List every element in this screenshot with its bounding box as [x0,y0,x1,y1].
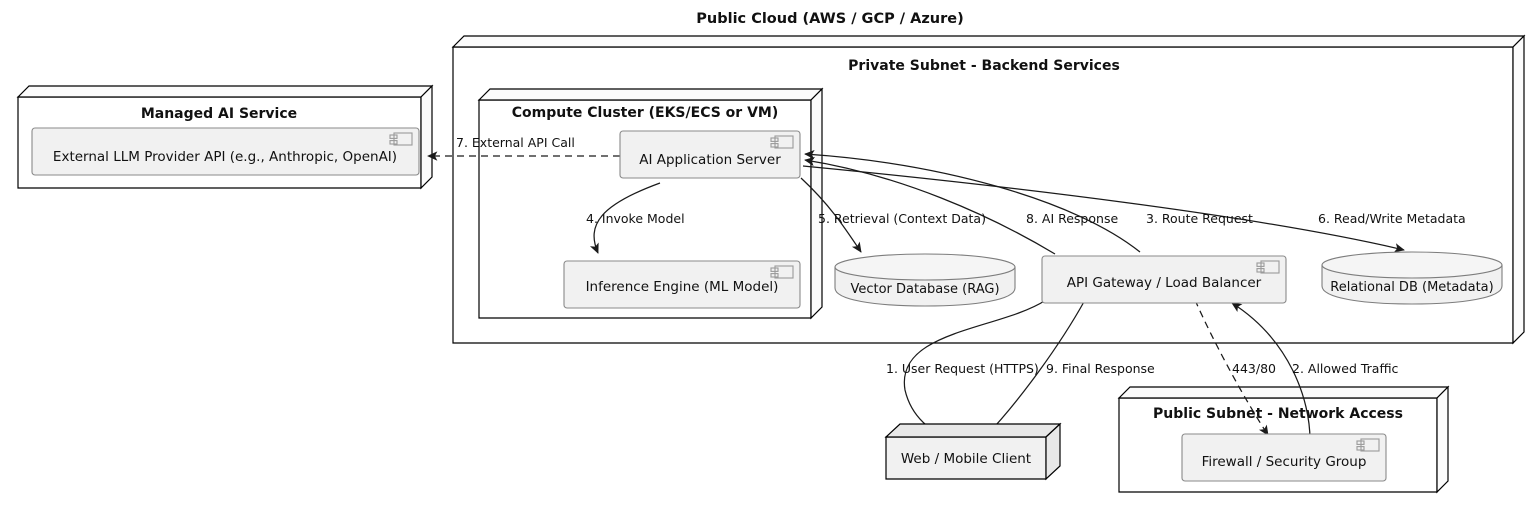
component-firewall-label: Firewall / Security Group [1202,454,1367,470]
database-vector-db-label: Vector Database (RAG) [850,282,999,297]
database-relational-db[interactable]: Relational DB (Metadata) [1321,251,1503,305]
component-inference-engine-label: Inference Engine (ML Model) [586,279,779,295]
component-firewall[interactable]: Firewall / Security Group [1181,433,1387,482]
node-web-mobile-client-label: Web / Mobile Client [901,451,1031,467]
component-icon [1356,438,1380,452]
edge-443-80-line [1194,299,1269,436]
edge-5-retrieval-line [800,177,862,253]
database-vector-db[interactable]: Vector Database (RAG) [834,253,1016,307]
component-inference-engine[interactable]: Inference Engine (ML Model) [563,260,801,309]
edge-label-3: 3. Route Request [1146,211,1253,226]
component-ai-application-server[interactable]: AI Application Server [619,130,801,179]
database-relational-db-label: Relational DB (Metadata) [1330,280,1493,295]
edge-9-final-response-line [985,299,1086,437]
edge-label-8: 8. AI Response [1026,211,1118,226]
edge-label-9: 9. Final Response [1046,361,1155,376]
edge-label-7: 7. External API Call [456,135,575,150]
diagram-title: Public Cloud (AWS / GCP / Azure) [696,11,963,27]
edge-label-5: 5. Retrieval (Context Data) [818,211,986,226]
edge-8-ai-response-line [804,156,1056,255]
component-external-llm-provider-api[interactable]: External LLM Provider API (e.g., Anthrop… [31,127,420,176]
edge-label-4: 4. Invoke Model [586,211,685,226]
component-icon [389,132,413,146]
node-managed-ai-service-title: Managed AI Service [141,106,297,122]
component-api-gateway[interactable]: API Gateway / Load Balancer [1041,255,1287,304]
edge-label-443-80: 443/80 [1232,361,1276,376]
component-icon [1256,260,1280,274]
edge-label-6: 6. Read/Write Metadata [1318,211,1466,226]
edge-6-read-write-metadata-line [802,165,1405,253]
node-public-subnet-title: Public Subnet - Network Access [1153,406,1403,422]
component-icon [770,135,794,149]
edge-2-allowed-traffic-line [1231,302,1311,441]
component-api-gateway-label: API Gateway / Load Balancer [1067,275,1262,291]
component-icon [770,265,794,279]
component-external-llm-label: External LLM Provider API (e.g., Anthrop… [53,149,397,165]
component-ai-application-server-label: AI Application Server [639,152,781,168]
edge-4-invoke-model-line [590,182,661,254]
node-private-subnet-title: Private Subnet - Backend Services [848,58,1120,74]
node-compute-cluster-title: Compute Cluster (EKS/ECS or VM) [512,105,779,121]
node-web-mobile-client[interactable]: Web / Mobile Client [884,422,1062,481]
edge-label-2: 2. Allowed Traffic [1292,361,1399,376]
edge-label-1: 1. User Request (HTTPS) [886,361,1039,376]
